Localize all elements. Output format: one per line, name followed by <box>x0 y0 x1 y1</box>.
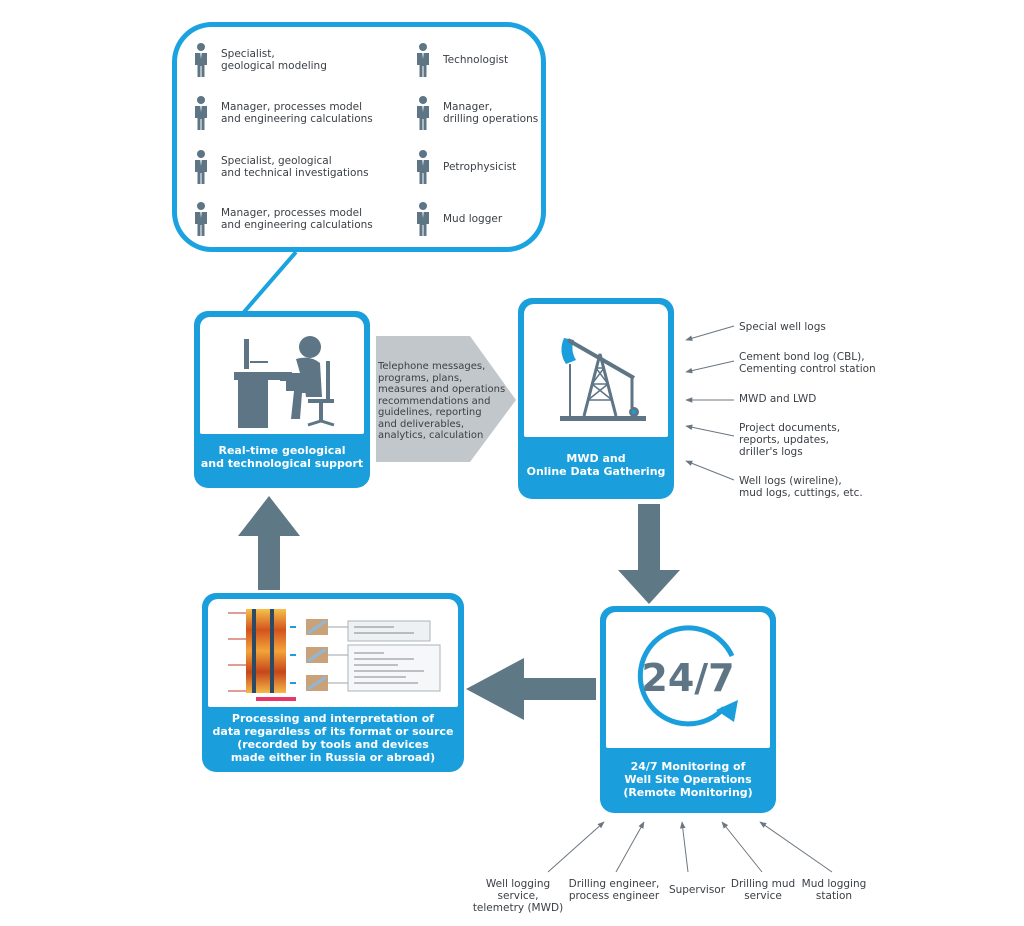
person-icon <box>417 43 429 77</box>
roles-bubble: Specialist, geological modeling Technolo… <box>172 22 546 252</box>
role-item: Technologist <box>413 42 541 78</box>
role-label: Specialist, geological modeling <box>221 48 327 72</box>
source-arrow <box>615 821 645 873</box>
input-label: MWD and LWD <box>739 393 817 405</box>
person-icon <box>417 202 429 236</box>
monitoring-card: 24/7 24/7 Monitoring of Well Site Operat… <box>600 606 776 813</box>
source-label: Mud logging station <box>801 878 867 902</box>
person-icon <box>417 96 429 130</box>
role-item: Specialist, geological modeling <box>191 42 371 78</box>
pump-jack-icon <box>560 338 646 421</box>
input-label: Well logs (wireline), mud logs, cuttings… <box>739 475 863 499</box>
clock-cycle-icon <box>637 625 738 727</box>
support-card-image <box>200 317 364 434</box>
role-item: Petrophysicist <box>413 149 541 185</box>
source-label: Drilling mud service <box>730 878 796 902</box>
input-arrow <box>685 424 735 437</box>
arrow-monitor-to-process <box>466 658 596 720</box>
source-arrow <box>721 821 763 873</box>
support-card-title: Real-time geological and technological s… <box>200 444 364 470</box>
source-arrow <box>547 821 605 873</box>
source-label: Drilling engineer, process engineer <box>568 878 660 902</box>
input-arrow <box>685 460 735 481</box>
input-label: Cement bond log (CBL), Cementing control… <box>739 351 876 375</box>
role-item: Specialist, geological and technical inv… <box>191 149 387 185</box>
input-label: Project documents, reports, updates, dri… <box>739 422 841 458</box>
processing-card-image <box>208 599 458 707</box>
flow-text: Telephone messages, programs, plans, mea… <box>378 361 506 441</box>
source-label: Well logging service, telemetry (MWD) <box>472 878 564 914</box>
person-icon <box>195 150 207 184</box>
person-icon <box>195 96 207 130</box>
role-label: Specialist, geological and technical inv… <box>221 155 369 179</box>
person-icon <box>195 202 207 236</box>
input-label: Special well logs <box>739 321 826 333</box>
role-item: Mud logger <box>413 201 541 237</box>
arrow-mwd-to-monitor <box>618 504 680 604</box>
support-card: Real-time geological and technological s… <box>194 311 370 488</box>
source-label: Supervisor <box>668 884 726 896</box>
role-item: Manager, processes model and engineering… <box>191 201 387 237</box>
input-arrow <box>685 325 735 341</box>
source-arrow <box>759 821 833 873</box>
role-item: Manager, drilling operations <box>413 95 541 131</box>
source-arrow <box>679 821 689 873</box>
role-label: Mud logger <box>443 213 503 225</box>
monitoring-badge: 24/7 <box>641 656 735 700</box>
arrow-process-to-support <box>238 496 300 590</box>
role-item: Manager, processes model and engineering… <box>191 95 387 131</box>
input-arrow <box>685 360 735 374</box>
role-label: Technologist <box>443 54 509 66</box>
processing-card: Processing and interpretation of data re… <box>202 593 464 772</box>
mwd-card-title: MWD and Online Data Gathering <box>526 452 666 478</box>
log-interpretation-graphic <box>228 609 441 701</box>
role-label: Petrophysicist <box>443 161 517 173</box>
role-label: Manager, processes model and engineering… <box>221 101 373 125</box>
person-icon <box>417 150 429 184</box>
workstation-icon <box>234 336 335 428</box>
mwd-card-image <box>524 304 668 437</box>
person-icon <box>195 43 207 77</box>
role-label: Manager, drilling operations <box>443 101 539 125</box>
mwd-card: MWD and Online Data Gathering <box>518 298 674 499</box>
role-label: Manager, processes model and engineering… <box>221 207 373 231</box>
processing-card-title: Processing and interpretation of data re… <box>212 712 454 764</box>
bubble-connector <box>242 250 298 314</box>
monitoring-card-image: 24/7 <box>606 612 770 748</box>
flow-band-arrow <box>376 336 516 462</box>
monitoring-card-title: 24/7 Monitoring of Well Site Operations … <box>623 760 753 799</box>
